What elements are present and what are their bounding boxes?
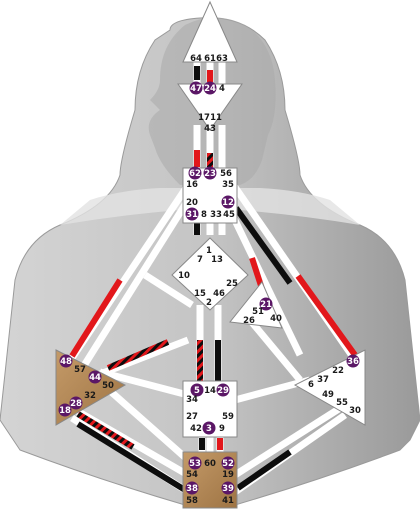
gate-45: 45: [223, 210, 235, 220]
gate-38: 38: [186, 484, 198, 494]
gate-22: 22: [332, 366, 344, 376]
gate-24-marker: [203, 81, 217, 95]
gate-12-marker: [221, 195, 235, 209]
gate-3: 3: [206, 424, 212, 434]
gate-32: 32: [84, 391, 96, 401]
gate-20: 20: [186, 198, 198, 208]
gate-62-marker: [188, 166, 202, 180]
gate-55: 55: [336, 398, 348, 408]
gate-62: 62: [189, 169, 201, 179]
gate-4: 4: [219, 84, 225, 94]
gate-28-marker: [69, 396, 83, 410]
gate-12: 12: [222, 198, 234, 208]
gate-44: 44: [89, 373, 101, 383]
g-center: [171, 237, 249, 311]
gate-21-marker: [259, 297, 273, 311]
gate-42: 42: [190, 424, 202, 434]
gate-47: 47: [190, 84, 202, 94]
gate-1: 1: [206, 246, 212, 256]
gate-17: 17: [198, 113, 210, 123]
gate-47-marker: [189, 81, 203, 95]
gate-64: 64: [190, 54, 202, 64]
gate-46: 46: [213, 289, 225, 299]
gate-54: 54: [186, 470, 198, 480]
gate-7: 7: [197, 255, 203, 265]
gate-5: 5: [194, 386, 200, 396]
gate-39: 39: [222, 484, 234, 494]
gate-34: 34: [186, 395, 198, 405]
gate-13: 13: [211, 255, 223, 265]
solar-plexus-center: [293, 349, 366, 426]
activations: [69, 66, 358, 493]
gate-31: 31: [186, 210, 198, 220]
gate-52-marker: [221, 456, 235, 470]
gate-48-marker: [59, 354, 73, 368]
gate-35: 35: [222, 180, 234, 190]
gate-59: 59: [222, 412, 234, 422]
gate-23: 23: [204, 169, 216, 179]
gate-53: 53: [189, 459, 201, 469]
gate-36: 36: [347, 357, 359, 367]
gate-44-marker: [88, 370, 102, 384]
gate-39-marker: [221, 481, 235, 495]
head-center: [182, 0, 238, 63]
gate-30: 30: [349, 406, 361, 416]
gate-43: 43: [204, 124, 216, 134]
gate-33: 33: [210, 210, 222, 220]
gate-29: 29: [217, 386, 229, 396]
gate-26: 26: [243, 316, 255, 326]
gate-48: 48: [60, 357, 72, 367]
gate-63: 63: [216, 54, 228, 64]
gate-5-marker: [190, 383, 204, 397]
gate-27: 27: [186, 412, 198, 422]
gate-24: 24: [204, 84, 216, 94]
gate-9: 9: [219, 424, 225, 434]
gate-29-marker: [216, 383, 230, 397]
gate-53-marker: [188, 456, 202, 470]
gate-11: 11: [210, 113, 222, 123]
gate-37: 37: [317, 375, 329, 385]
gate-15: 15: [194, 289, 206, 299]
gate-31-marker: [185, 207, 199, 221]
gate-6: 6: [308, 380, 314, 390]
gate-41: 41: [222, 496, 234, 506]
gate-38-marker: [185, 481, 199, 495]
gate-60: 60: [204, 459, 216, 469]
gate-18: 18: [59, 406, 71, 416]
gate-10: 10: [178, 271, 190, 281]
gate-25: 25: [226, 279, 238, 289]
gate-labels: 64 61 63 47 24 4 17 11 43 62 23 56 16 35…: [58, 54, 361, 506]
gate-3-marker: [202, 421, 216, 435]
gate-14: 14: [204, 386, 216, 396]
gate-57: 57: [74, 365, 86, 375]
gate-51: 51: [252, 307, 264, 317]
gate-56: 56: [220, 169, 232, 179]
gate-21: 21: [260, 300, 272, 310]
gate-52: 52: [222, 459, 234, 469]
gate-28: 28: [70, 399, 82, 409]
gate-61: 61: [204, 54, 216, 64]
gate-19: 19: [222, 470, 234, 480]
gate-49: 49: [322, 390, 334, 400]
gate-40: 40: [270, 314, 282, 324]
gate-8: 8: [201, 210, 207, 220]
gate-18-marker: [58, 403, 72, 417]
gate-58: 58: [186, 496, 198, 506]
gate-50: 50: [102, 381, 114, 391]
gate-36-marker: [346, 354, 360, 368]
gate-23-marker: [203, 166, 217, 180]
gate-2: 2: [206, 298, 212, 308]
gate-16: 16: [186, 180, 198, 190]
